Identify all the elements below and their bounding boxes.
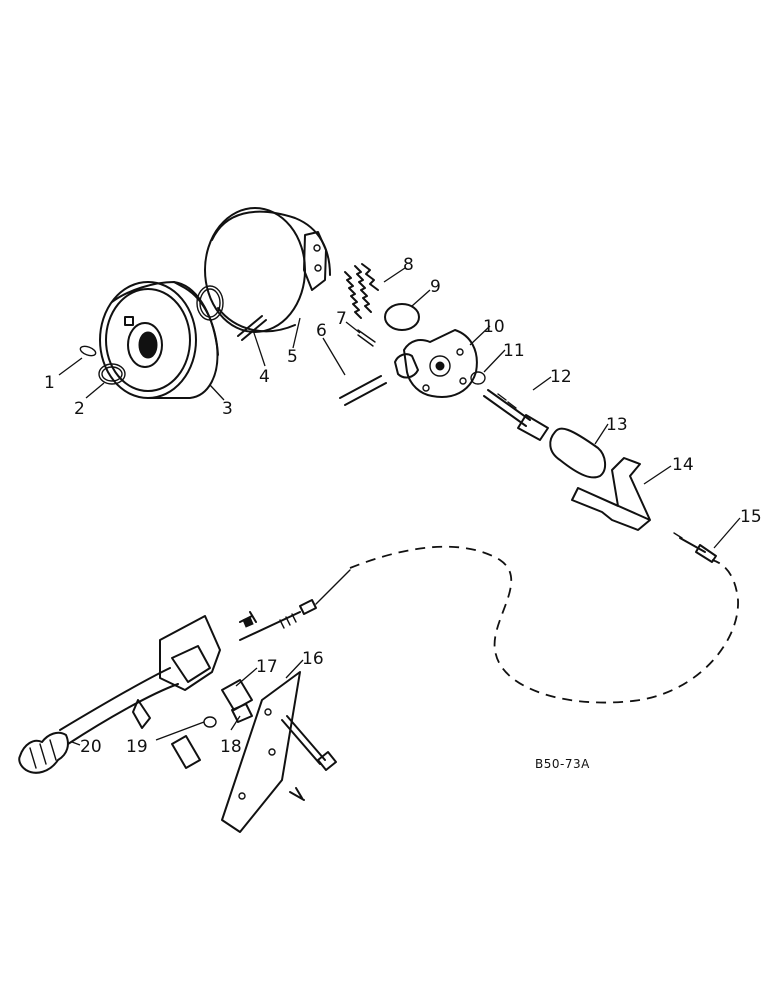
small-bolt [239,611,257,623]
callout-19: 19 [126,737,148,757]
part-8-spring [344,263,379,319]
callout-10: 10 [483,317,505,337]
callout-16: 16 [302,649,324,669]
part-12-shaft [483,389,549,441]
part-10-housing [394,329,478,398]
leader-lines [58,267,741,746]
part-19-spacer [171,735,201,769]
control-cable [349,545,739,704]
part-2-ring [98,363,126,385]
callout-3: 3 [222,399,233,419]
part-20-grip [18,731,69,774]
callout-9: 9 [430,277,441,297]
part-13-sleeve [549,427,606,479]
long-bolt [281,715,326,765]
brake-band [204,207,331,333]
callout-7: 7 [336,309,347,329]
cable-threaded-end [239,569,351,641]
callout-6: 6 [316,321,327,341]
diagram-reference-code: B50-73A [535,757,590,771]
part-11-ring [470,371,486,385]
callout-12: 12 [550,367,572,387]
hand-brake-lever [59,615,221,745]
callout-5: 5 [287,347,298,367]
callout-17: 17 [256,657,278,677]
callout-13: 13 [606,415,628,435]
part-15-cable-end [673,532,717,563]
part-6-shaft [339,375,387,406]
callout-18: 18 [220,737,242,757]
part-18-pin [231,703,253,723]
callout-1: 1 [44,373,55,393]
part-7-pin [357,329,376,347]
callout-14: 14 [672,455,694,475]
part-16-plate [221,671,301,833]
part-1-key [79,345,97,357]
callout-11: 11 [503,341,525,361]
callout-8: 8 [403,255,414,275]
callout-15: 15 [740,507,762,527]
part-4-pin [237,315,267,341]
part-9-o-ring [384,303,420,331]
part-17-roller [221,679,253,711]
drum-seal-ring [196,285,224,321]
callout-4: 4 [259,367,270,387]
brake-drum [99,281,219,399]
small-bolt-lower [289,787,305,801]
callout-2: 2 [74,399,85,419]
part-14-bracket [571,457,651,531]
callout-20: 20 [80,737,102,757]
